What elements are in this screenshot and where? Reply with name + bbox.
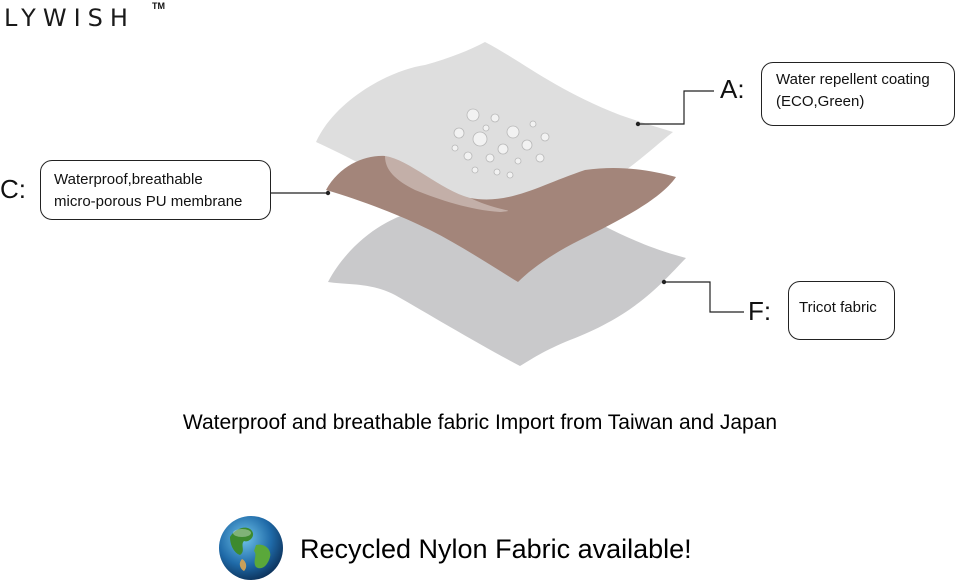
callout-f-line1: Tricot fabric	[799, 299, 877, 316]
recycled-nylon-text: Recycled Nylon Fabric available!	[300, 534, 692, 564]
callout-box-a: Water repellent coating (ECO,Green)	[761, 62, 955, 126]
layer-pu-membrane	[326, 155, 676, 282]
callout-letter-c: C:	[0, 174, 26, 204]
brand-trademark: TM	[152, 1, 165, 11]
leader-lines	[270, 90, 744, 313]
brand-name: LYWISH	[4, 4, 135, 32]
water-droplets	[451, 108, 550, 179]
globe-icon	[219, 516, 283, 580]
callout-a-line2: (ECO,Green)	[776, 93, 865, 110]
callout-letter-f: F:	[748, 296, 772, 326]
brand-logo: LYWISH	[4, 4, 135, 32]
callout-box-c: Waterproof,breathable micro-porous PU me…	[40, 160, 271, 220]
headline: Waterproof and breathable fabric Import …	[182, 411, 778, 434]
layer-tricot	[328, 194, 686, 366]
callout-c-line1: Waterproof,breathable	[54, 171, 203, 188]
callout-box-f: Tricot fabric	[788, 281, 895, 340]
callout-c-line2: micro-porous PU membrane	[54, 193, 243, 210]
callout-a-line1: Water repellent coating	[776, 71, 930, 88]
callout-letter-a: A:	[720, 74, 745, 104]
leader-dots	[325, 121, 667, 285]
